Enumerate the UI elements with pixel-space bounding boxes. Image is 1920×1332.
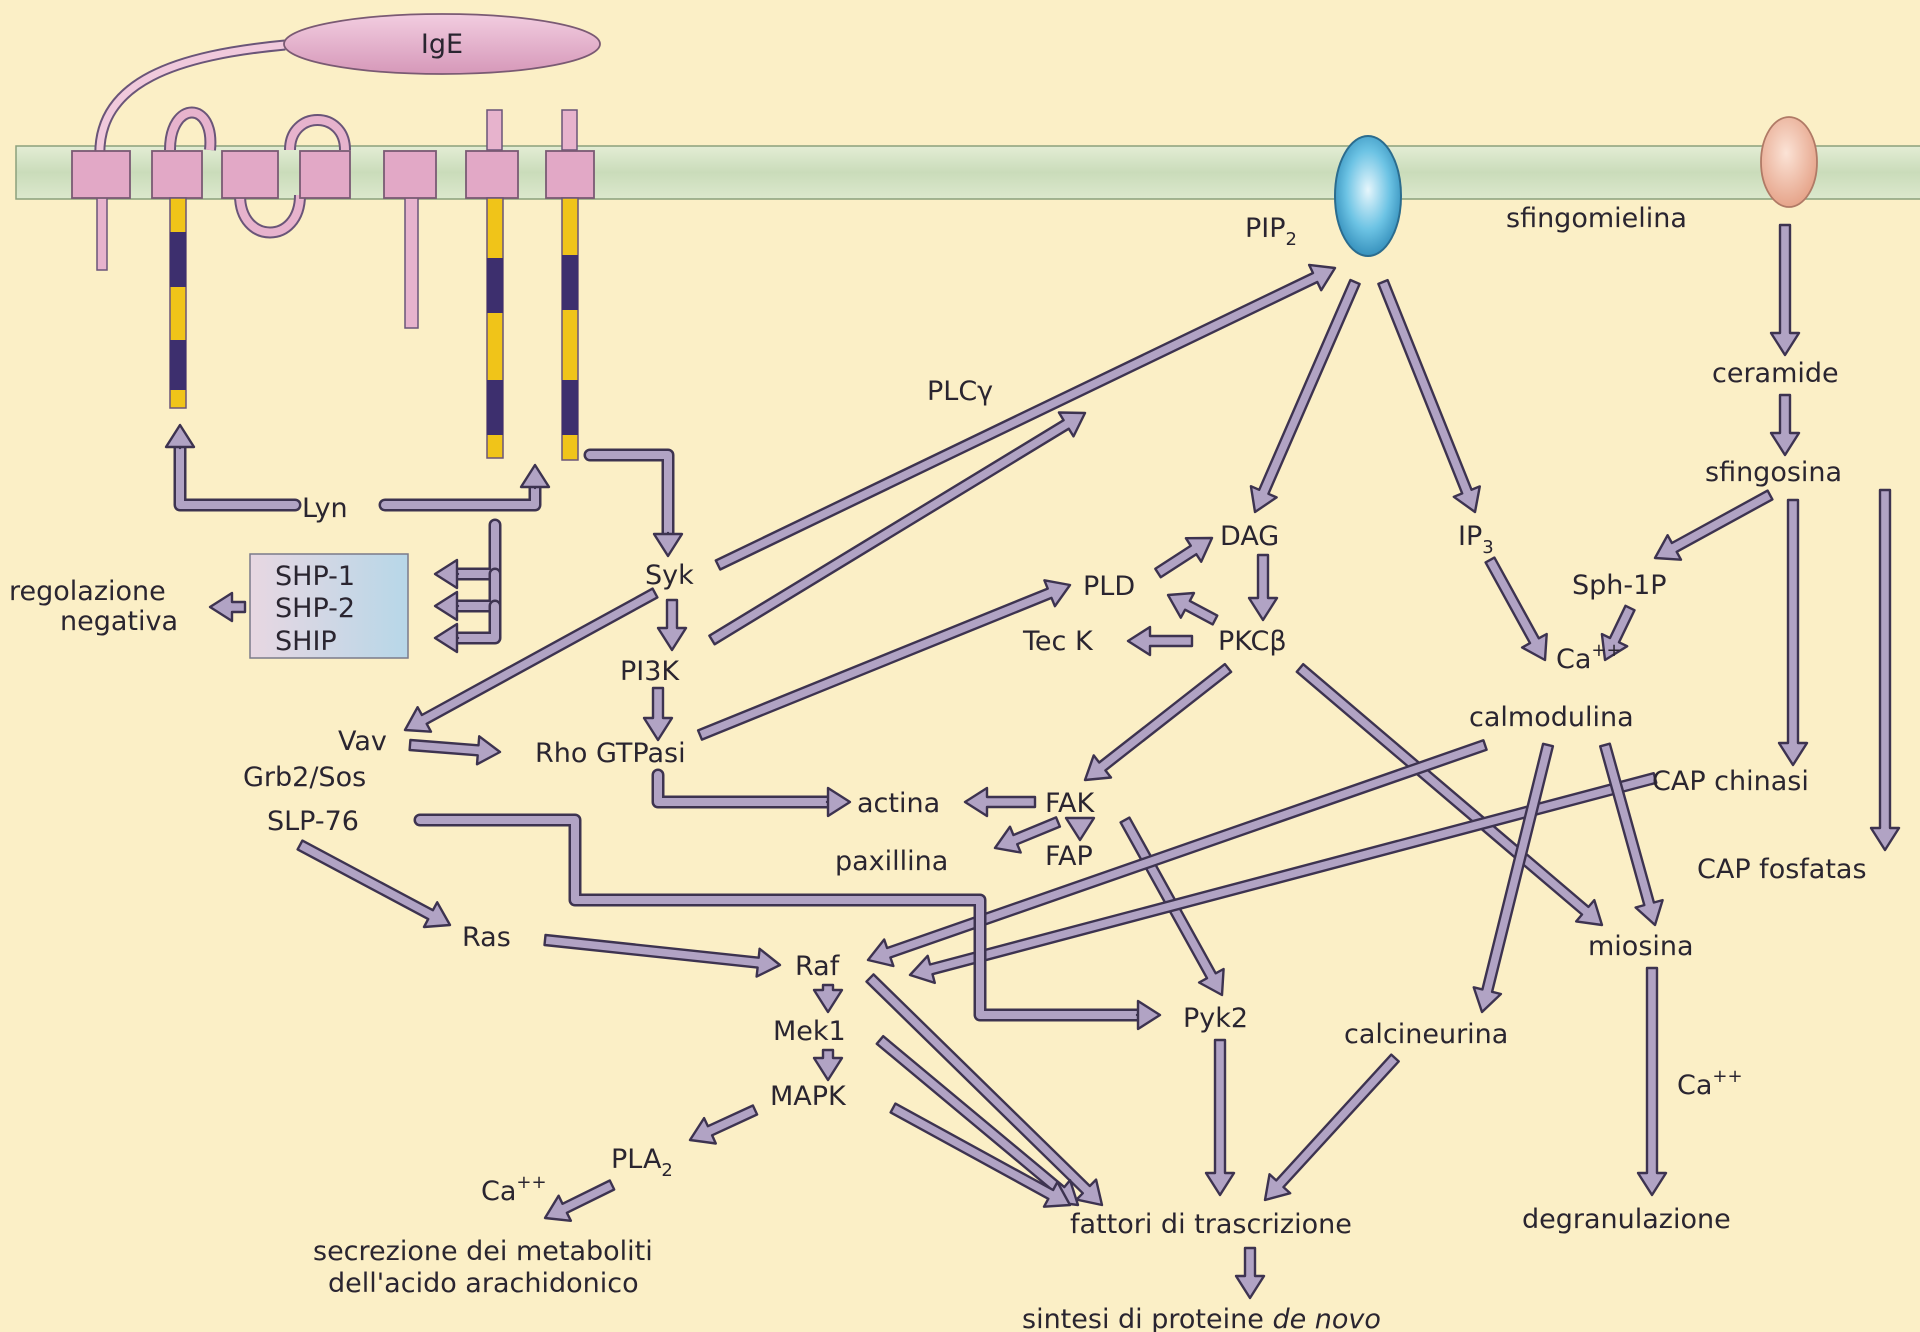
- arrow-fak-to-actina: [965, 788, 1035, 816]
- arrow-mapk-to-pla2: [690, 1106, 757, 1144]
- fattori-label: fattori di trascrizione: [1070, 1209, 1352, 1240]
- arrow-sfingosina-to-capfosfatas: [1871, 490, 1899, 850]
- pip2-lipid: [1335, 136, 1401, 256]
- fap-label: FAP: [1045, 841, 1093, 872]
- arrow-slp76-to-ras: [298, 841, 450, 927]
- rho-label: Rho GTPasi: [535, 738, 686, 769]
- ca-pla-label: Ca++: [481, 1172, 547, 1207]
- negativa-label: negativa: [60, 606, 178, 637]
- slp76-label: SLP-76: [267, 806, 359, 837]
- arrow-mek1-to-mapk: [814, 1050, 842, 1080]
- pip2-label: PIP2: [1245, 213, 1297, 250]
- cap-fosfatas-label: CAP fosfatas: [1697, 854, 1867, 885]
- fc-epsilon-receptor: [72, 45, 594, 460]
- ip3-label: IP3: [1458, 521, 1494, 558]
- arrow-miosina-to-degranulazione: [1638, 968, 1666, 1195]
- grb2sos-label: Grb2/Sos: [243, 762, 366, 793]
- itam-tail-gamma-1: [487, 198, 503, 458]
- sfingosina-label: sfingosina: [1705, 457, 1842, 488]
- ship-label: SHIP: [275, 626, 337, 657]
- ca-calm-label: Ca++: [1556, 640, 1622, 675]
- arrow-pi3k-to-plcg: [709, 413, 1085, 645]
- signaling-arrows: [166, 225, 1899, 1298]
- ceramide-label: ceramide: [1712, 358, 1839, 389]
- itam-tail-beta: [170, 198, 186, 408]
- syk-label: Syk: [645, 560, 694, 591]
- arrow-pyk2-to-fattori: [1206, 1040, 1234, 1195]
- fak-label: FAK: [1045, 788, 1096, 819]
- arrow-pip2-to-dag: [1251, 280, 1360, 512]
- arrow-fattori-to-sintesi: [1236, 1248, 1264, 1298]
- plcg-label: PLCγ: [927, 376, 993, 407]
- arrow-shp-to-regolazione: [210, 593, 245, 621]
- calcineurina-label: calcineurina: [1344, 1019, 1508, 1050]
- arrow-sfingosina-to-sph1p: [1655, 491, 1772, 560]
- itam-tail-gamma-2: [562, 198, 578, 460]
- arrow-lyn-to-beta: [166, 425, 295, 505]
- arrow-pi3k-to-rho: [644, 688, 672, 740]
- sintesi-label: sintesi di proteine de novo: [1022, 1304, 1381, 1332]
- arrow-lyn-to-shp1: [435, 525, 495, 588]
- arrow-lyn-to-gamma: [385, 465, 549, 505]
- shp1-label: SHP-1: [275, 561, 355, 592]
- arrow-rho-to-pld: [698, 580, 1070, 739]
- arrow-pld-to-dag: [1155, 538, 1212, 577]
- degranulazione-label: degranulazione: [1522, 1204, 1731, 1235]
- ige-label: IgE: [421, 29, 463, 60]
- arrow-pla2-to-ca: [545, 1181, 614, 1221]
- paxillina-label: paxillina: [835, 846, 948, 877]
- shp2-label: SHP-2: [275, 593, 355, 624]
- pi3k-label: PI3K: [620, 656, 680, 687]
- arrow-ip3-to-ca: [1486, 558, 1547, 660]
- dag-label: DAG: [1220, 521, 1279, 552]
- arrow-syk-to-pi3k: [658, 600, 686, 650]
- cap-chinasi-label: CAP chinasi: [1652, 766, 1809, 797]
- sph1p-label: Sph-1P: [1572, 570, 1667, 601]
- teck-label: Tec K: [1022, 626, 1094, 657]
- arrow-ceramide-to-sfingosina: [1771, 395, 1799, 455]
- arrow-itam-to-syk: [590, 455, 682, 556]
- arrow-ras-to-raf: [545, 935, 781, 977]
- arrow-raf-to-mek1: [814, 985, 842, 1012]
- arrow-sm-to-ceramide: [1771, 225, 1799, 355]
- regolazione-label: regolazione: [9, 576, 166, 607]
- ras-label: Ras: [462, 922, 511, 953]
- secrezione-label-1: secrezione dei metaboliti: [313, 1236, 653, 1267]
- arrow-pkcb-to-teck: [1128, 627, 1192, 655]
- arrow-pkcb-to-pld: [1168, 593, 1217, 624]
- arrow-rho-to-actina: [658, 775, 850, 816]
- vav-label: Vav: [338, 726, 387, 757]
- pyk2-label: Pyk2: [1183, 1003, 1248, 1034]
- raf-label: Raf: [795, 951, 841, 982]
- arrow-pip2-to-ip3: [1378, 280, 1479, 512]
- arrow-vav-to-rho: [410, 736, 500, 764]
- miosina-label: miosina: [1588, 931, 1694, 962]
- actina-label: actina: [857, 788, 940, 819]
- pld-label: PLD: [1083, 571, 1135, 602]
- arrow-dag-to-pkcb: [1249, 555, 1277, 620]
- mapk-label: MAPK: [770, 1081, 847, 1112]
- pla2-label: PLA2: [611, 1144, 673, 1181]
- sfingomielina-label: sfingomielina: [1506, 203, 1687, 234]
- secrezione-label-2: dell'acido arachidonico: [328, 1268, 639, 1299]
- pkcb-label: PKCβ: [1218, 626, 1287, 657]
- ca-mio-label: Ca++: [1677, 1066, 1743, 1101]
- ige-antibody: IgE: [284, 14, 600, 74]
- arrow-calcineurina-to-fattori: [1265, 1055, 1399, 1200]
- mek1-label: Mek1: [773, 1016, 846, 1047]
- arrow-fak-to-fap: [1066, 818, 1094, 840]
- arrow-pkcb-to-fak: [1085, 664, 1231, 780]
- arrow-sfingosina-to-capchinasi: [1779, 500, 1807, 765]
- labels: PIP2 sfingomielina ceramide sfingosina S…: [9, 203, 1867, 1332]
- lyn-label: Lyn: [302, 493, 348, 524]
- calmodulina-label: calmodulina: [1469, 702, 1634, 733]
- sphingomyelin-lipid: [1761, 117, 1817, 207]
